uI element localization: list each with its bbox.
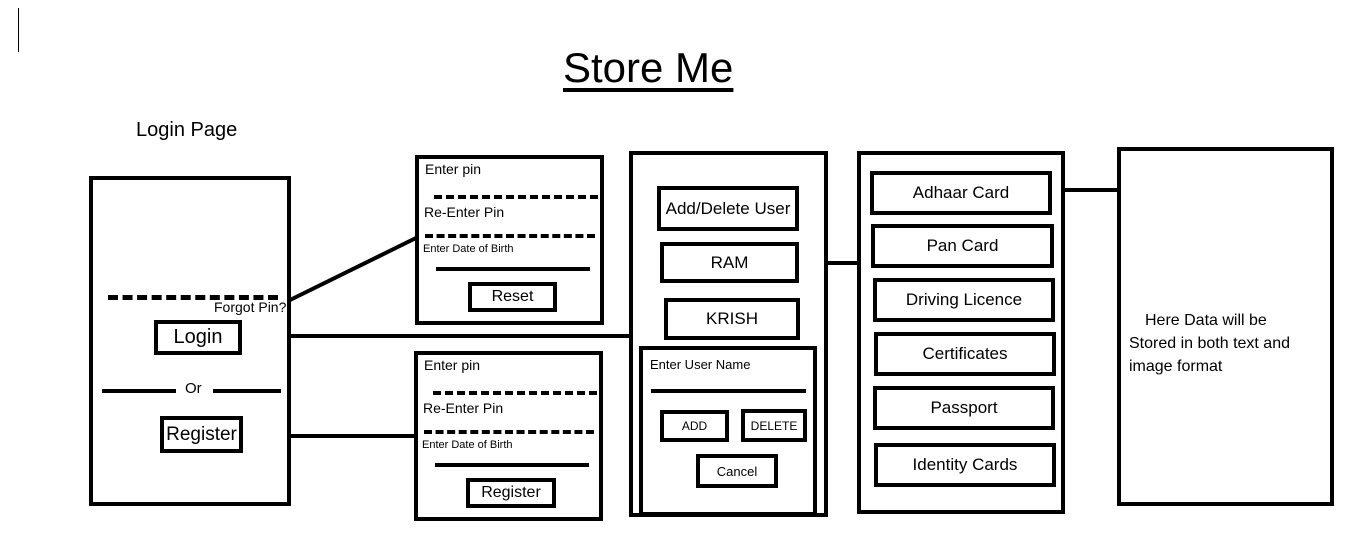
data-storage-text-line-3: image format	[1129, 358, 1223, 375]
enter-pin-input[interactable]	[433, 391, 597, 395]
login-button[interactable]: Login	[154, 320, 242, 355]
dob-label: Enter Date of Birth	[423, 243, 514, 255]
data-storage-text-line-2: Stored in both text and	[1129, 335, 1290, 352]
register-button[interactable]: Register	[160, 416, 243, 453]
doc-pan-card[interactable]: Pan Card	[871, 224, 1054, 268]
enter-pin-input[interactable]	[434, 195, 598, 199]
enter-user-name-label: Enter User Name	[650, 357, 751, 372]
or-divider-left	[102, 389, 176, 393]
reenter-pin-input[interactable]	[425, 234, 595, 238]
user-ram-button[interactable]: RAM	[660, 242, 799, 283]
data-storage-text-line-1: Here Data will be	[1145, 312, 1267, 329]
or-label: Or	[185, 380, 202, 397]
reenter-pin-input[interactable]	[424, 430, 594, 434]
dob-input[interactable]	[436, 267, 590, 271]
data-storage-frame	[1117, 147, 1334, 506]
add-delete-user-button[interactable]: Add/Delete User	[657, 186, 799, 231]
register-submit-button[interactable]: Register	[466, 478, 556, 508]
add-button[interactable]: ADD	[660, 410, 729, 442]
reset-button[interactable]: Reset	[468, 282, 557, 312]
cancel-button[interactable]: Cancel	[696, 454, 778, 488]
forgot-pin-connector	[287, 235, 419, 303]
enter-pin-label: Enter pin	[424, 357, 481, 373]
doc-driving-licence[interactable]: Driving Licence	[873, 278, 1055, 322]
delete-button[interactable]: DELETE	[741, 409, 807, 442]
dob-label: Enter Date of Birth	[422, 439, 513, 451]
doc-passport[interactable]: Passport	[873, 386, 1055, 430]
reenter-pin-label: Re-Enter Pin	[423, 400, 504, 416]
or-divider-right	[213, 389, 281, 393]
login-page-heading: Login Page	[136, 119, 238, 141]
reenter-pin-label: Re-Enter Pin	[424, 204, 505, 220]
user-name-input[interactable]	[651, 389, 806, 393]
dob-input[interactable]	[435, 463, 589, 467]
user-krish-button[interactable]: KRISH	[664, 298, 800, 340]
forgot-pin-link[interactable]: Forgot Pin?	[214, 299, 287, 315]
doc-certificates[interactable]: Certificates	[874, 332, 1056, 376]
text-cursor	[18, 8, 19, 52]
diagram-title: Store Me	[563, 44, 734, 91]
doc-adhaar-card[interactable]: Adhaar Card	[870, 171, 1052, 215]
pin-input-line[interactable]	[108, 295, 278, 300]
enter-pin-label: Enter pin	[425, 161, 482, 177]
doc-identity-cards[interactable]: Identity Cards	[874, 443, 1056, 487]
